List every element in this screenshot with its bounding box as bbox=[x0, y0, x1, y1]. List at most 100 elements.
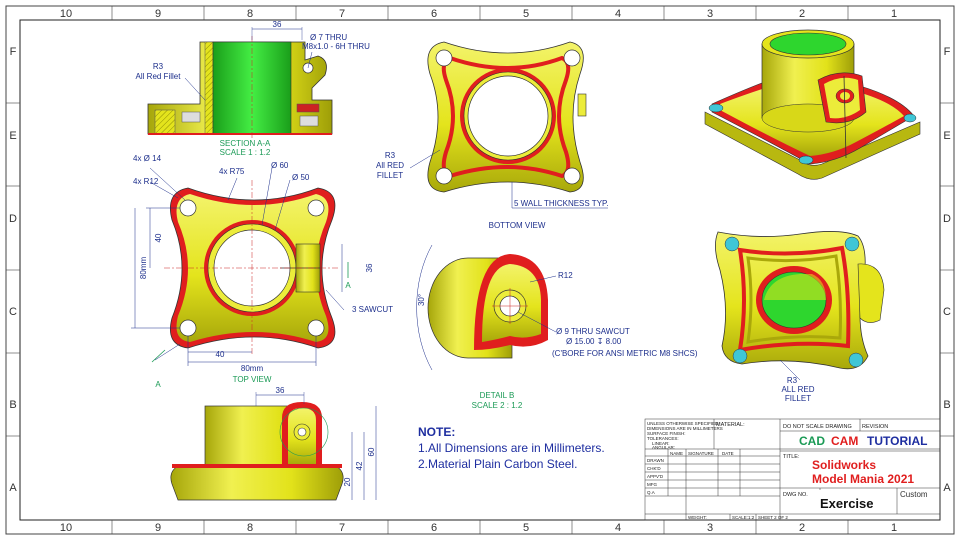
flange-hole bbox=[179, 199, 197, 217]
dim-20: 20 bbox=[343, 477, 352, 486]
detail-radius: R12 bbox=[558, 271, 573, 280]
zone-label: 8 bbox=[247, 522, 253, 534]
iso2-hole bbox=[732, 348, 748, 364]
zone-label: 4 bbox=[615, 522, 621, 534]
fillet-note: R3 bbox=[385, 151, 396, 160]
spec-note: TOLERANCES: bbox=[647, 436, 679, 441]
detail-cbore-note: Ø 15.00 ↧ 8.00 bbox=[566, 337, 622, 346]
zone-label: A bbox=[943, 482, 951, 494]
flange-hole bbox=[307, 199, 325, 217]
section-hatch-left bbox=[204, 41, 214, 135]
zone-label: C bbox=[9, 306, 17, 318]
zone-label: B bbox=[9, 399, 16, 411]
zone-label: 7 bbox=[339, 8, 345, 20]
zone-label: 8 bbox=[247, 8, 253, 20]
fillet-note: R3 bbox=[153, 62, 164, 71]
dwg-no-value: Exercise bbox=[820, 496, 874, 511]
iso-view-bottom: R3 ALL RED FILLET bbox=[715, 231, 885, 403]
zone-label: 3 bbox=[707, 522, 713, 534]
title-block bbox=[644, 418, 941, 521]
zone-label: 10 bbox=[60, 8, 72, 20]
zone-label: 4 bbox=[615, 8, 621, 20]
zone-label: 5 bbox=[523, 522, 529, 534]
row-label: MFG bbox=[647, 482, 657, 487]
note-line: 2.Material Plain Carbon Steel. bbox=[418, 457, 577, 471]
col-date: DATE bbox=[722, 451, 734, 456]
iso-hole bbox=[903, 113, 917, 123]
dim-42: 42 bbox=[355, 461, 364, 470]
sheet-label: SHEET 2 OF 2 bbox=[758, 515, 788, 520]
wall-note: 5 WALL THICKNESS TYP. bbox=[514, 199, 609, 208]
bottom-view: R3 All RED FILLET 5 WALL THICKNESS TYP. … bbox=[376, 41, 609, 230]
custom-label: Custom bbox=[900, 490, 928, 499]
bottom-bore bbox=[467, 75, 549, 157]
spec-note: UNLESS OTHERWISE SPECIFIED: bbox=[647, 421, 720, 426]
front-view: 36 60 42 20 bbox=[170, 386, 377, 501]
sawcut-note: 3 SAWCUT bbox=[352, 305, 393, 314]
zone-ticks bbox=[6, 6, 954, 534]
dim-36: 36 bbox=[273, 20, 282, 29]
zone-label: D bbox=[943, 213, 951, 225]
notes: NOTE: 1.All Dimensions are in Millimeter… bbox=[418, 425, 605, 471]
brand-cad: CAD bbox=[799, 434, 825, 448]
revision-label: REVISION bbox=[862, 424, 888, 430]
brand-tutorial: TUTORIAL bbox=[867, 434, 927, 448]
brand-cam: CAM bbox=[831, 434, 858, 448]
row-label: CHK'D bbox=[647, 466, 661, 471]
iso-bore bbox=[769, 32, 847, 56]
dim-80-vertical: 80mm bbox=[139, 257, 148, 280]
zone-label: 9 bbox=[155, 8, 161, 20]
do-not-scale: DO NOT SCALE DRAWING bbox=[783, 424, 852, 430]
corner-radius: 4x R12 bbox=[133, 177, 159, 186]
iso-hole bbox=[708, 103, 724, 113]
view-title: TOP VIEW bbox=[233, 375, 272, 384]
zone-label: E bbox=[943, 130, 950, 142]
view-title: DETAIL B bbox=[480, 391, 515, 400]
section-arrow-label: A bbox=[155, 380, 161, 389]
section-arrow-label: A bbox=[345, 281, 351, 290]
detail-view: 30° R12 Ø 9 THRU SAWCUT Ø 15.00 ↧ 8.00 (… bbox=[416, 244, 698, 410]
flange-hole bbox=[563, 167, 581, 185]
zone-label: D bbox=[9, 213, 17, 225]
row-label: APPV'D bbox=[647, 474, 664, 479]
section-view: 36 Ø 7 THRU M8x1.0 - 6H THRU R3 All Red … bbox=[136, 20, 371, 157]
view-title: BOTTOM VIEW bbox=[489, 221, 546, 230]
col-name: NAME bbox=[670, 451, 683, 456]
drawing-title: Model Mania 2021 bbox=[812, 472, 914, 486]
fillet-note: ALL RED bbox=[781, 385, 814, 394]
zone-label: 7 bbox=[339, 522, 345, 534]
angle-30: 30° bbox=[417, 294, 426, 306]
bottom-rib bbox=[441, 55, 571, 179]
fillet-note: FILLET bbox=[785, 394, 811, 403]
flange-hole bbox=[563, 49, 581, 67]
fillet-note: All Red Fillet bbox=[136, 72, 182, 81]
zone-label: A bbox=[9, 482, 17, 494]
detail-shcs-note: (C'BORE FOR ANSI METRIC M8 SHCS) bbox=[552, 349, 698, 358]
section-hatch-base bbox=[154, 109, 176, 135]
iso2-hole bbox=[848, 352, 864, 368]
zone-label: C bbox=[943, 306, 951, 318]
iso-view-top bbox=[704, 29, 921, 180]
zone-label: F bbox=[944, 46, 951, 58]
flange-hole bbox=[179, 319, 197, 337]
zone-labels: 10 9 8 7 6 5 4 3 2 1 10 9 8 7 6 5 4 3 2 … bbox=[9, 8, 951, 534]
holes-dia: 4x Ø 14 bbox=[133, 154, 162, 163]
zone-label: 1 bbox=[891, 522, 897, 534]
fillet-note: FILLET bbox=[377, 171, 403, 180]
zone-label: 6 bbox=[431, 8, 437, 20]
spec-note: ANGULAR: bbox=[652, 445, 675, 450]
zone-label: 3 bbox=[707, 8, 713, 20]
dim-36: 36 bbox=[276, 386, 285, 395]
iso2-hole bbox=[844, 236, 860, 252]
material-label: MATERIAL: bbox=[716, 422, 745, 428]
scale-label: SCALE:1:2 bbox=[732, 515, 755, 520]
note-line: 1.All Dimensions are in Millimeters. bbox=[418, 441, 605, 455]
flange-hole bbox=[307, 319, 325, 337]
fillet-note: R3 bbox=[787, 376, 798, 385]
dia-inner: Ø 50 bbox=[292, 173, 310, 182]
zone-label: B bbox=[943, 399, 950, 411]
spec-note: LINEAR: bbox=[652, 441, 670, 446]
zone-label: 5 bbox=[523, 8, 529, 20]
fillet-note: All RED bbox=[376, 161, 404, 170]
